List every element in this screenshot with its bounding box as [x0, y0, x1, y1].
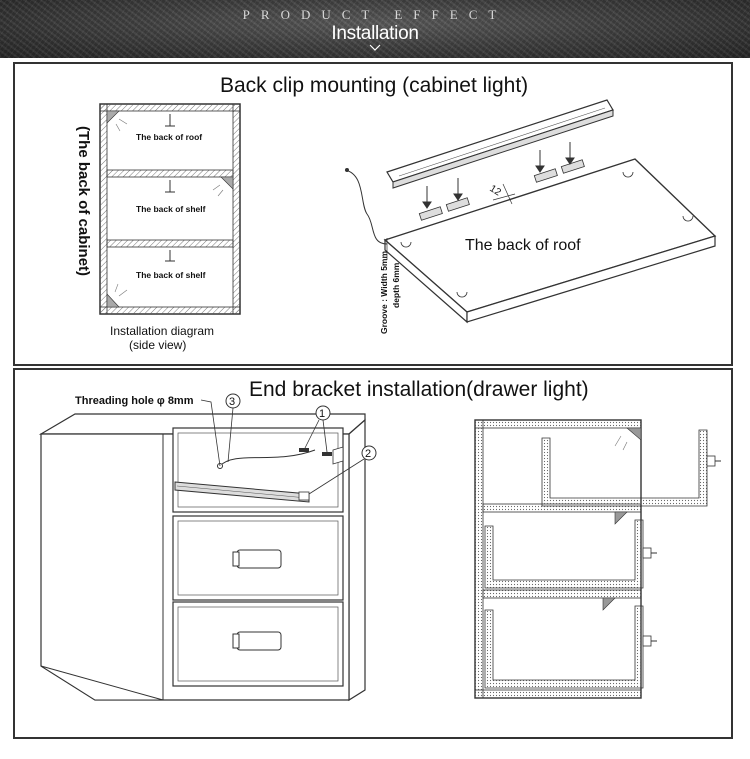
- label-shelf-2: The back of shelf: [136, 270, 206, 280]
- back-clip-diagram: The back of roof The back of shelf The b…: [75, 99, 717, 352]
- groove-width: Groove : Width 5mm: [379, 251, 389, 334]
- drawer-cabinet: [38, 413, 366, 702]
- drawer-side-view: [474, 419, 721, 699]
- side-view-caption-1: Installation diagram: [110, 324, 214, 338]
- callout-2: 2: [365, 448, 371, 460]
- side-view-caption-2: (side view): [129, 338, 186, 352]
- dimension-12: 12: [487, 183, 503, 198]
- label-roof: The back of roof: [136, 132, 202, 142]
- side-view-cabinet: The back of roof The back of shelf The b…: [75, 103, 241, 352]
- back-clip-panel: Back clip mounting (cabinet light): [13, 62, 733, 366]
- groove-depth: depth 6mm: [391, 262, 401, 308]
- banner-title: Installation: [331, 23, 419, 44]
- end-bracket-heading: End bracket installation(drawer light): [249, 378, 589, 401]
- callout-3: 3: [229, 396, 235, 408]
- end-bracket-diagram: Threading hole φ 8mm 3 1 2: [38, 393, 721, 702]
- banner-subtitle: PRODUCT EFFECT: [242, 7, 508, 22]
- end-bracket-panel: End bracket installation(drawer light): [13, 368, 733, 739]
- label-shelf-1: The back of shelf: [136, 204, 206, 214]
- header-banner: PRODUCT EFFECT Installation: [0, 0, 750, 58]
- roof-label: The back of roof: [465, 237, 581, 254]
- chevron-down-icon: [369, 44, 381, 51]
- callouts: Threading hole φ 8mm 3 1 2: [75, 393, 377, 495]
- back-clip-heading: Back clip mounting (cabinet light): [220, 74, 529, 97]
- threading-hole-label: Threading hole φ 8mm: [75, 395, 194, 407]
- cabinet-back-vertical-label: (The back of cabinet): [75, 126, 92, 276]
- callout-1: 1: [319, 408, 325, 420]
- roof-panel-perspective: 12 The back of roof Groove : Width 5mm d…: [344, 99, 717, 334]
